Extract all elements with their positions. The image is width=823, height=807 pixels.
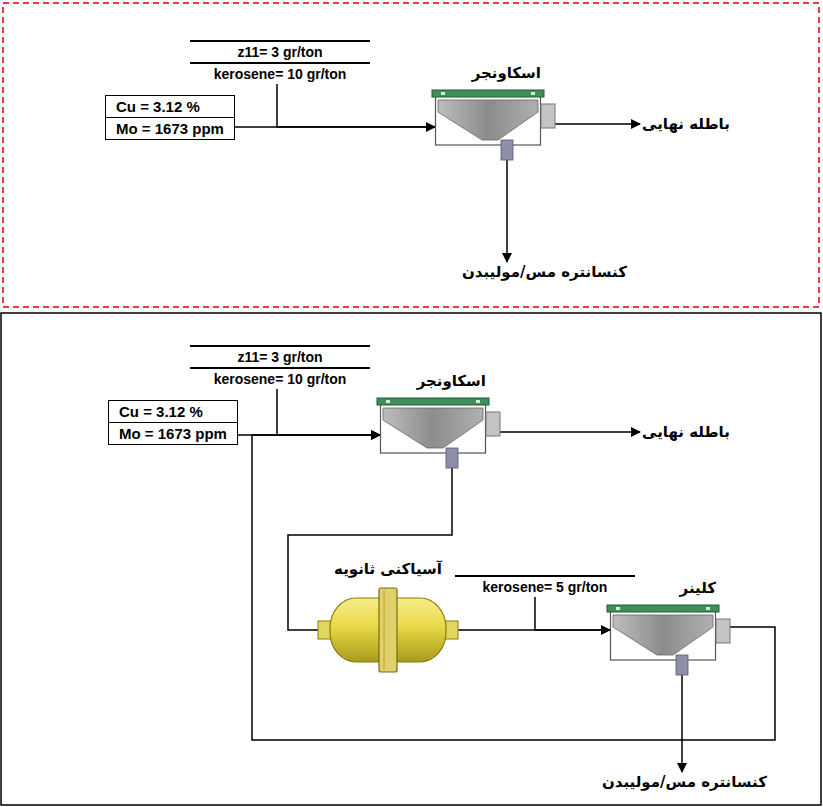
unit-label: باطله نهایی bbox=[640, 114, 732, 134]
flow-line bbox=[535, 597, 610, 630]
reagent-dosage: kerosene= 10 gr/ton bbox=[190, 62, 370, 84]
flow-line bbox=[500, 431, 640, 433]
stream-label: کنسانتره مس/مولیبدن bbox=[460, 262, 629, 282]
dashed-frame bbox=[3, 3, 819, 307]
reagent-label: z11= 3 gr/tonkerosene= 10 gr/ton bbox=[190, 40, 370, 84]
reagent-label: z11= 3 gr/tonkerosene= 10 gr/ton bbox=[190, 345, 370, 389]
unit-label: کنسانتره مس/مولیبدن bbox=[600, 772, 769, 792]
feed-grade: Cu = 3.12 % bbox=[109, 401, 237, 422]
feed-box: Cu = 3.12 %Mo = 1673 ppm bbox=[105, 95, 235, 140]
regrind-mill: آسیاکنی ثانویه bbox=[318, 588, 458, 672]
stream-label: کنسانتره مس/مولیبدن bbox=[600, 772, 769, 792]
reagent-label: kerosene= 5 gr/ton bbox=[455, 575, 635, 597]
unit-label: اسکاونجر bbox=[417, 372, 486, 390]
unit-label: باطله نهایی bbox=[640, 422, 732, 442]
flotation-cell: اسکاونجر bbox=[380, 398, 500, 468]
flotation-cell: کلینر bbox=[610, 605, 730, 675]
unit-label: آسیاکنی ثانویه bbox=[334, 560, 442, 578]
feed-grade: Cu = 3.12 % bbox=[106, 96, 234, 117]
unit-label: کنسانتره مس/مولیبدن bbox=[460, 262, 629, 282]
flow-line bbox=[555, 123, 640, 125]
feed-grade: Mo = 1673 ppm bbox=[109, 422, 237, 444]
reagent-dosage: z11= 3 gr/ton bbox=[190, 40, 370, 62]
feed-box: Cu = 3.12 %Mo = 1673 ppm bbox=[108, 400, 238, 445]
flow-line bbox=[681, 675, 683, 772]
flow-line bbox=[277, 84, 435, 127]
flow-line bbox=[252, 435, 775, 740]
panel-frame bbox=[1, 313, 821, 805]
reagent-dosage: kerosene= 5 gr/ton bbox=[455, 575, 635, 597]
reagent-dosage: kerosene= 10 gr/ton bbox=[190, 367, 370, 389]
flow-line bbox=[277, 389, 380, 435]
reagent-dosage: z11= 3 gr/ton bbox=[190, 345, 370, 367]
stream-label: باطله نهایی bbox=[640, 422, 732, 442]
stream-label: باطله نهایی bbox=[640, 114, 732, 134]
flow-line bbox=[506, 160, 508, 262]
unit-label: کلینر bbox=[680, 579, 716, 597]
flotation-cell: اسکاونجر bbox=[435, 90, 555, 160]
feed-grade: Mo = 1673 ppm bbox=[106, 117, 234, 139]
unit-label: اسکاونجر bbox=[472, 64, 541, 82]
